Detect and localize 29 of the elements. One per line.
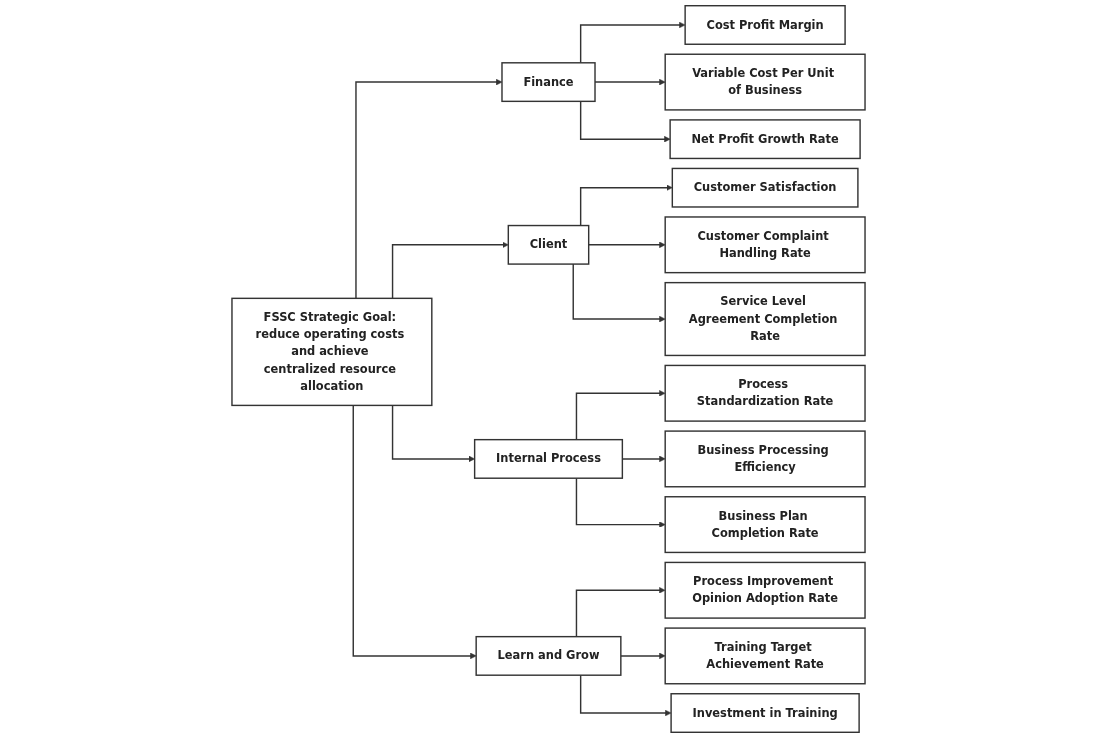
node-box: Service Level Agreement Completion Rate — [664, 281, 866, 357]
node-box: FSSC Strategic Goal: reduce operating costs and achieve centralized resource allocation — [231, 297, 433, 407]
node-box: Business Processing Efficiency — [664, 430, 866, 488]
node-box: Internal Process — [473, 438, 624, 479]
node-box: Finance — [501, 62, 596, 103]
arrow — [352, 404, 477, 660]
arrow — [575, 477, 666, 528]
arrow — [391, 241, 509, 300]
arrow — [575, 390, 666, 441]
arrow — [575, 587, 666, 638]
arrow — [579, 21, 686, 64]
node-box: Learn and Grow — [475, 635, 622, 676]
node-box: Investment in Training — [670, 693, 860, 733]
arrow — [579, 674, 672, 717]
node-box: Net Profit Growth Rate — [669, 119, 861, 160]
node-box: Customer Satisfaction — [671, 167, 859, 208]
node-box: Client — [507, 224, 590, 265]
arrow — [572, 263, 666, 323]
node-box: Customer Complaint Handling Rate — [664, 216, 866, 274]
arrow — [579, 184, 673, 227]
arrow — [579, 100, 671, 143]
arrow — [620, 652, 666, 660]
node-box: Business Plan Completion Rate — [664, 496, 866, 554]
node-box: Cost Profit Margin — [684, 5, 846, 45]
arrow — [391, 404, 475, 463]
node-box: Process Improvement Opinion Adoption Rate — [664, 561, 866, 619]
node-box: Process Standardization Rate — [664, 364, 866, 422]
node-box: Training Target Achievement Rate — [664, 627, 866, 685]
node-box: Variable Cost Per Unit of Business — [664, 53, 866, 111]
